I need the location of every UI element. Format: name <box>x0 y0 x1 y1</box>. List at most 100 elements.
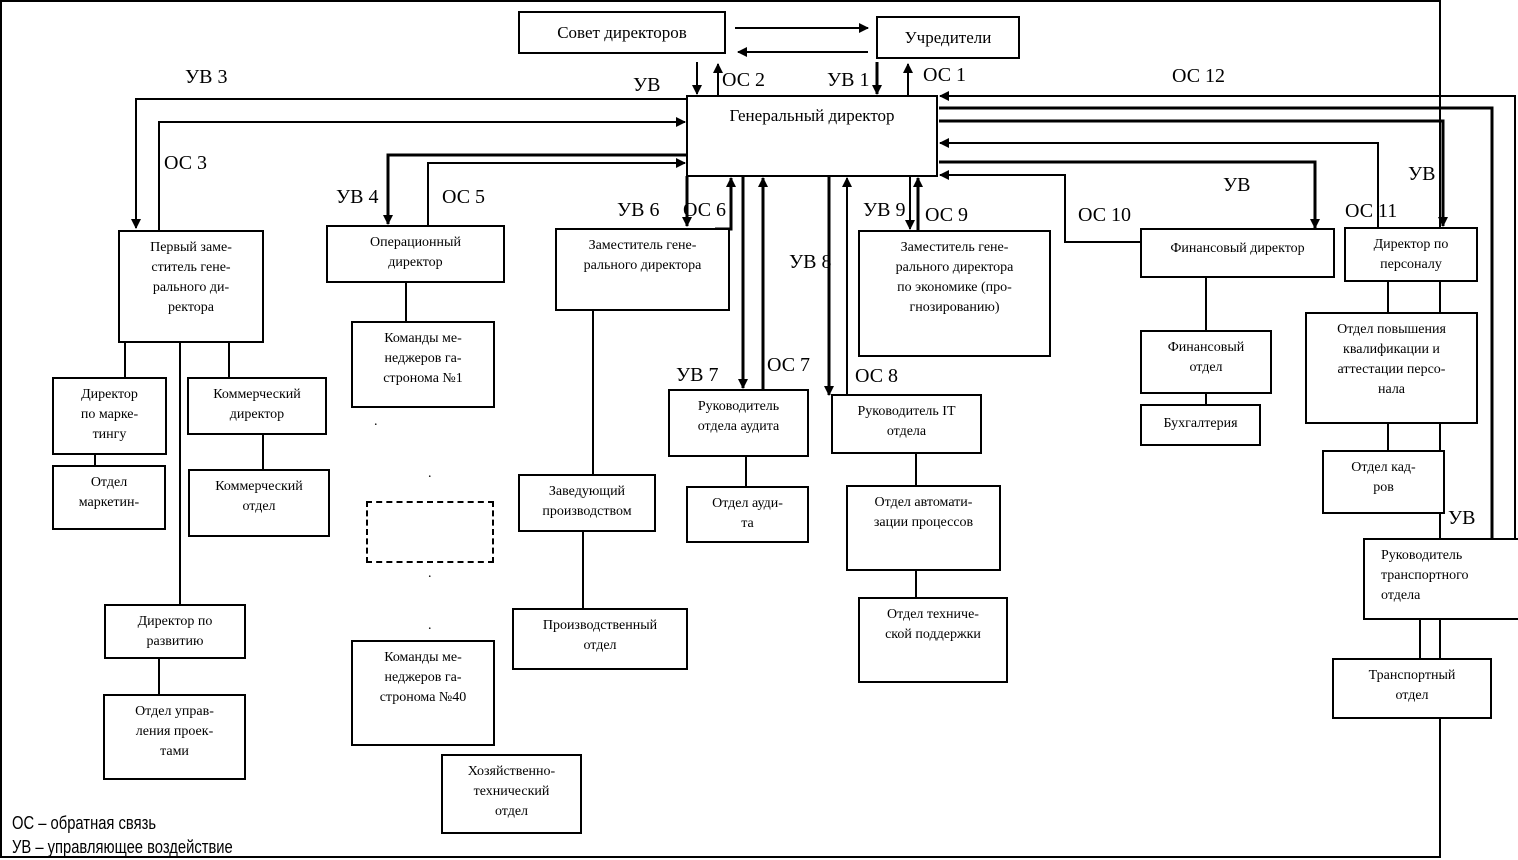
first-deputy-box: Первый заме- ститель гене- рального ди- … <box>118 230 264 343</box>
production-dept-label: Производственный отдел <box>542 618 658 653</box>
arrow-os10 <box>939 170 1141 243</box>
finance-director-label: Финансовый директор <box>1170 241 1305 256</box>
operations-director-label: Операционный директор <box>370 235 461 270</box>
it-head-label: Руководитель IT отдела <box>857 404 956 439</box>
audit-head-label: Руководитель отдела аудита <box>697 399 780 434</box>
transport-dept-box: Транспортный отдел <box>1332 658 1492 719</box>
audit-dept-label: Отдел ауди- та <box>712 496 783 531</box>
marketing-director-box: Директор по марке- тингу <box>52 377 167 455</box>
teams-store-1-label: Команды ме- неджеров га- стронома №1 <box>383 331 463 386</box>
arrow-uv-transport <box>939 106 1497 551</box>
finance-director-box: Финансовый директор <box>1140 228 1335 278</box>
teams-store-40-box: Команды ме- неджеров га- стронома №40 <box>351 640 495 746</box>
transport-dept-label: Транспортный отдел <box>1368 668 1456 703</box>
automation-dept-label: Отдел автомати- зации процессов <box>873 495 974 530</box>
arrow-uv-hr <box>939 119 1448 227</box>
teams-store-40-label: Команды ме- неджеров га- стронома №40 <box>379 650 467 705</box>
production-dept-box: Производственный отдел <box>512 608 688 670</box>
link-label-uv-hr: УВ <box>1408 163 1436 185</box>
accounting-label: Бухгалтерия <box>1163 416 1238 431</box>
link-label-os2: ОС 2 <box>722 69 766 91</box>
deputy-economics-box: Заместитель гене- рального директора по … <box>858 230 1051 357</box>
audit-head-box: Руководитель отдела аудита <box>668 389 809 457</box>
personnel-dept-label: Отдел кад- ров <box>1351 460 1416 495</box>
arrow-os11 <box>939 138 1379 227</box>
link-label-uv8: УВ 8 <box>789 251 832 273</box>
commercial-director-label: Коммерческий директор <box>213 387 301 422</box>
training-dept-box: Отдел повышения квалификации и аттестаци… <box>1305 312 1478 424</box>
link-label-uv-finance: УВ <box>1223 174 1251 196</box>
hr-director-box: Директор по персоналу <box>1344 227 1478 282</box>
link-label-uv7: УВ 7 <box>676 364 719 386</box>
hr-director-label: Директор по персоналу <box>1373 237 1449 272</box>
automation-dept-box: Отдел автомати- зации процессов <box>846 485 1001 571</box>
teams-store-1-box: Команды ме- неджеров га- стронома №1 <box>351 321 495 408</box>
deputy-economics-label: Заместитель гене- рального директора по … <box>895 240 1014 315</box>
deputy-gd-box: Заместитель гене- рального директора <box>555 228 730 311</box>
production-head-label: Заведующий производством <box>542 484 632 519</box>
accounting-box: Бухгалтерия <box>1140 404 1261 446</box>
ceo-box: Генеральный директор <box>686 95 938 177</box>
commercial-dept-box: Коммерческий отдел <box>188 469 330 537</box>
marketing-dept-label: Отдел маркетин- <box>78 475 140 510</box>
audit-dept-box: Отдел ауди- та <box>686 486 809 543</box>
maintenance-dept-box: Хозяйственно- технический отдел <box>441 754 582 834</box>
first-deputy-label: Первый заме- ститель гене- рального ди- … <box>150 240 232 315</box>
link-label-uv4: УВ 4 <box>336 186 379 208</box>
link-label-uv3: УВ 3 <box>185 66 228 88</box>
arrow-uv-finance <box>939 160 1320 229</box>
board-of-directors-box: Совет директоров <box>518 11 726 54</box>
commercial-dept-label: Коммерческий отдел <box>215 479 303 514</box>
finance-dept-label: Финансовый отдел <box>1167 340 1245 375</box>
project-mgmt-dept-label: Отдел управ- ления проек- тами <box>135 704 214 759</box>
placeholder-teams-box <box>366 501 494 563</box>
legend-uv: УВ – управляющее воздействие <box>12 837 233 857</box>
marketing-director-label: Директор по марке- тингу <box>80 387 139 442</box>
development-director-label: Директор по развитию <box>137 614 213 649</box>
project-mgmt-dept-box: Отдел управ- ления проек- тами <box>103 694 246 780</box>
transport-head-box: Руководитель транспортного отдела <box>1363 538 1518 620</box>
arrow-uv3 <box>131 98 687 229</box>
link-label-os7: ОС 7 <box>767 354 811 376</box>
maintenance-dept-label: Хозяйственно- технический отдел <box>467 764 556 819</box>
finance-dept-box: Финансовый отдел <box>1140 330 1272 394</box>
arrow-os5 <box>427 158 686 226</box>
link-label-os9: ОС 9 <box>925 204 969 226</box>
training-dept-label: Отдел повышения квалификации и аттестаци… <box>1337 322 1446 397</box>
link-label-uv-transport: УВ <box>1448 507 1476 529</box>
it-head-box: Руководитель IT отдела <box>831 394 982 454</box>
link-label-uv9: УВ 9 <box>863 199 906 221</box>
ellipsis-dot-1: . <box>374 414 378 429</box>
ceo-label: Генеральный директор <box>729 106 895 125</box>
ellipsis-dot-2: . <box>428 466 432 481</box>
link-label-os6: ОС 6 <box>683 199 727 221</box>
marketing-dept-box: Отдел маркетин- <box>52 465 166 530</box>
link-label-uv: УВ <box>633 74 661 96</box>
arrow-os3 <box>158 117 686 230</box>
personnel-dept-box: Отдел кад- ров <box>1322 450 1445 514</box>
link-label-os11: ОС 11 <box>1345 200 1398 222</box>
operations-director-box: Операционный директор <box>326 225 505 283</box>
link-label-os8: ОС 8 <box>855 365 899 387</box>
development-director-box: Директор по развитию <box>104 604 246 659</box>
support-dept-label: Отдел техниче- ской поддержки <box>885 607 981 642</box>
arrow-uv4 <box>383 153 687 225</box>
link-label-uv6: УВ 6 <box>617 199 660 221</box>
founders-label: Учредители <box>904 28 992 47</box>
production-head-box: Заведующий производством <box>518 474 656 532</box>
founders-box: Учредители <box>876 16 1020 59</box>
link-label-os10: ОС 10 <box>1078 204 1132 226</box>
link-label-os3: ОС 3 <box>164 152 208 174</box>
deputy-gd-label: Заместитель гене- рального директора <box>583 238 702 273</box>
board-of-directors-label: Совет директоров <box>557 23 687 42</box>
link-label-os12: ОС 12 <box>1172 65 1226 87</box>
legend-os: ОС – обратная связь <box>12 813 157 833</box>
ellipsis-dot-3: . <box>428 566 432 581</box>
ellipsis-dot-4: . <box>428 618 432 633</box>
support-dept-box: Отдел техниче- ской поддержки <box>858 597 1008 683</box>
link-label-os5: ОС 5 <box>442 186 486 208</box>
link-label-os1: ОС 1 <box>923 64 967 86</box>
link-label-uv1: УВ 1 <box>827 69 870 91</box>
transport-head-label: Руководитель транспортного отдела <box>1381 548 1469 603</box>
commercial-director-box: Коммерческий директор <box>187 377 327 435</box>
